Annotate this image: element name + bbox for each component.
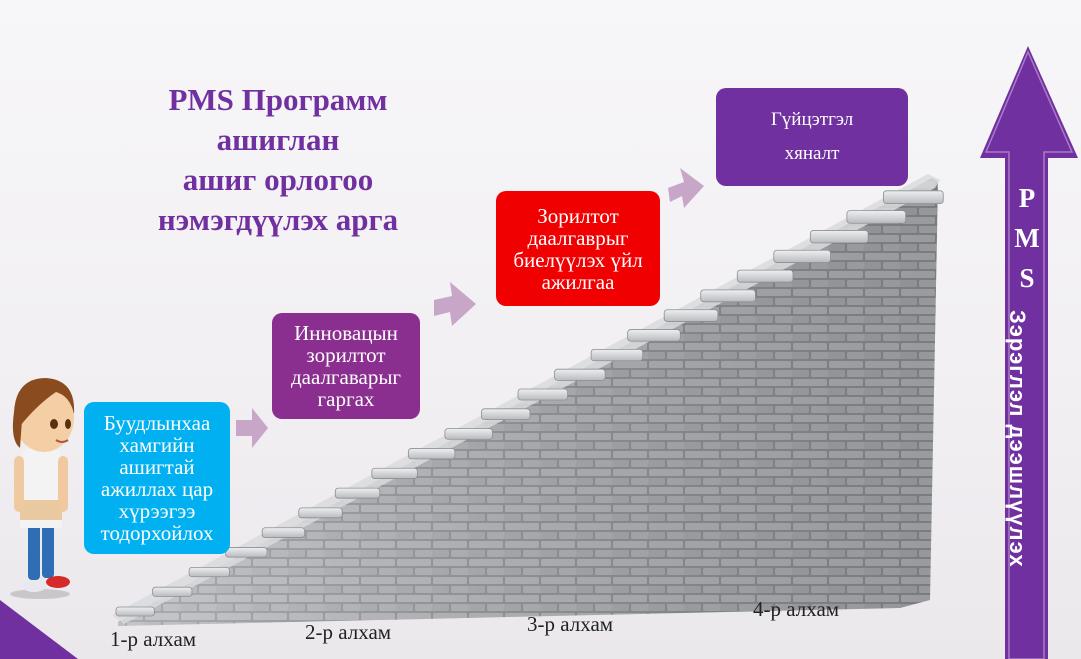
step-3-text: Зорилтот bbox=[537, 203, 619, 228]
stair-step bbox=[225, 547, 268, 558]
stair-step bbox=[773, 249, 831, 263]
step-1-text: тодорхойлох bbox=[100, 521, 214, 545]
diagram-title: PMS Программ ашиглан ашиг орлогоо нэмэгд… bbox=[118, 80, 438, 240]
arrow-icon bbox=[434, 282, 476, 326]
step-1-text: ажиллах цар bbox=[100, 477, 214, 501]
step-4-text: Гүйцэтгэл bbox=[770, 109, 854, 130]
step-1-box: Буудлынхаа хамгийн ашигтай ажиллах цар х… bbox=[84, 402, 230, 554]
step-3-text: биелүүлэх үйл bbox=[513, 247, 643, 272]
step-1-text: хүрээгээ bbox=[118, 499, 196, 523]
character-figure bbox=[10, 378, 75, 599]
step-4-text: хяналт bbox=[784, 143, 840, 164]
step-1-text: ашигтай bbox=[119, 455, 195, 479]
staircase bbox=[112, 174, 944, 626]
stair-step bbox=[371, 467, 418, 479]
title-line: ашиг орлогоо bbox=[182, 162, 374, 197]
stair-step bbox=[298, 507, 343, 519]
corner-triangle bbox=[0, 600, 78, 659]
pms-letter: P bbox=[1018, 183, 1036, 213]
step-2-text: даалгаварыг bbox=[290, 365, 402, 389]
stair-step bbox=[736, 269, 794, 283]
stair-step bbox=[590, 348, 644, 362]
stair-step bbox=[627, 329, 681, 342]
step-1-text: хамгийн bbox=[119, 433, 195, 457]
stair-step bbox=[809, 230, 869, 244]
pms-arrow bbox=[980, 46, 1078, 659]
stair-step bbox=[152, 586, 193, 597]
stair-step bbox=[334, 487, 381, 499]
arrow-icon bbox=[668, 168, 704, 208]
connector-arrows bbox=[236, 168, 704, 448]
stair-step bbox=[517, 388, 568, 401]
stair-step bbox=[883, 190, 944, 205]
stair-step bbox=[700, 289, 756, 303]
pms-letter: S bbox=[1019, 263, 1035, 293]
step-4-box: Гүйцэтгэл хяналт bbox=[716, 88, 908, 186]
title-line: нэмэгдүүлэх арга bbox=[157, 202, 399, 237]
step-4-label: 4-р алхам bbox=[753, 597, 840, 621]
stair-step bbox=[554, 368, 606, 381]
step-1-text: Буудлынхаа bbox=[103, 411, 211, 435]
pms-letters: P M S bbox=[1013, 178, 1041, 298]
title-line: PMS Программ bbox=[168, 82, 388, 117]
step-2-box: Инновацын зорилтот даалгаварыг гаргах bbox=[272, 313, 420, 419]
step-2-text: зорилтот bbox=[306, 343, 386, 367]
step-1-label: 1-р алхам bbox=[110, 627, 197, 651]
step-3-label: 3-р алхам bbox=[527, 612, 614, 636]
pms-arrow-label: Зэрэглэл дээшлүүлэх bbox=[1005, 310, 1030, 568]
step-2-label: 2-р алхам bbox=[305, 620, 392, 644]
stair-step bbox=[407, 448, 456, 460]
stair-step bbox=[115, 606, 155, 617]
arrow-icon bbox=[236, 408, 268, 448]
stair-step bbox=[444, 428, 493, 440]
pms-letter: M bbox=[1014, 223, 1040, 253]
step-3-box: Зорилтот даалгаврыг биелүүлэх үйл ажилга… bbox=[496, 191, 660, 306]
stair-step bbox=[846, 210, 907, 224]
step-2-text: гаргах bbox=[317, 387, 375, 411]
stair-step bbox=[663, 309, 719, 322]
stair-step bbox=[481, 408, 531, 421]
step-2-text: Инновацын bbox=[294, 321, 398, 345]
step-3-text: даалгаврыг bbox=[527, 225, 629, 250]
title-line: ашиглан bbox=[216, 122, 340, 157]
step-3-text: ажилгаа bbox=[541, 269, 615, 294]
stair-step bbox=[188, 566, 230, 578]
stair-step bbox=[261, 527, 306, 538]
